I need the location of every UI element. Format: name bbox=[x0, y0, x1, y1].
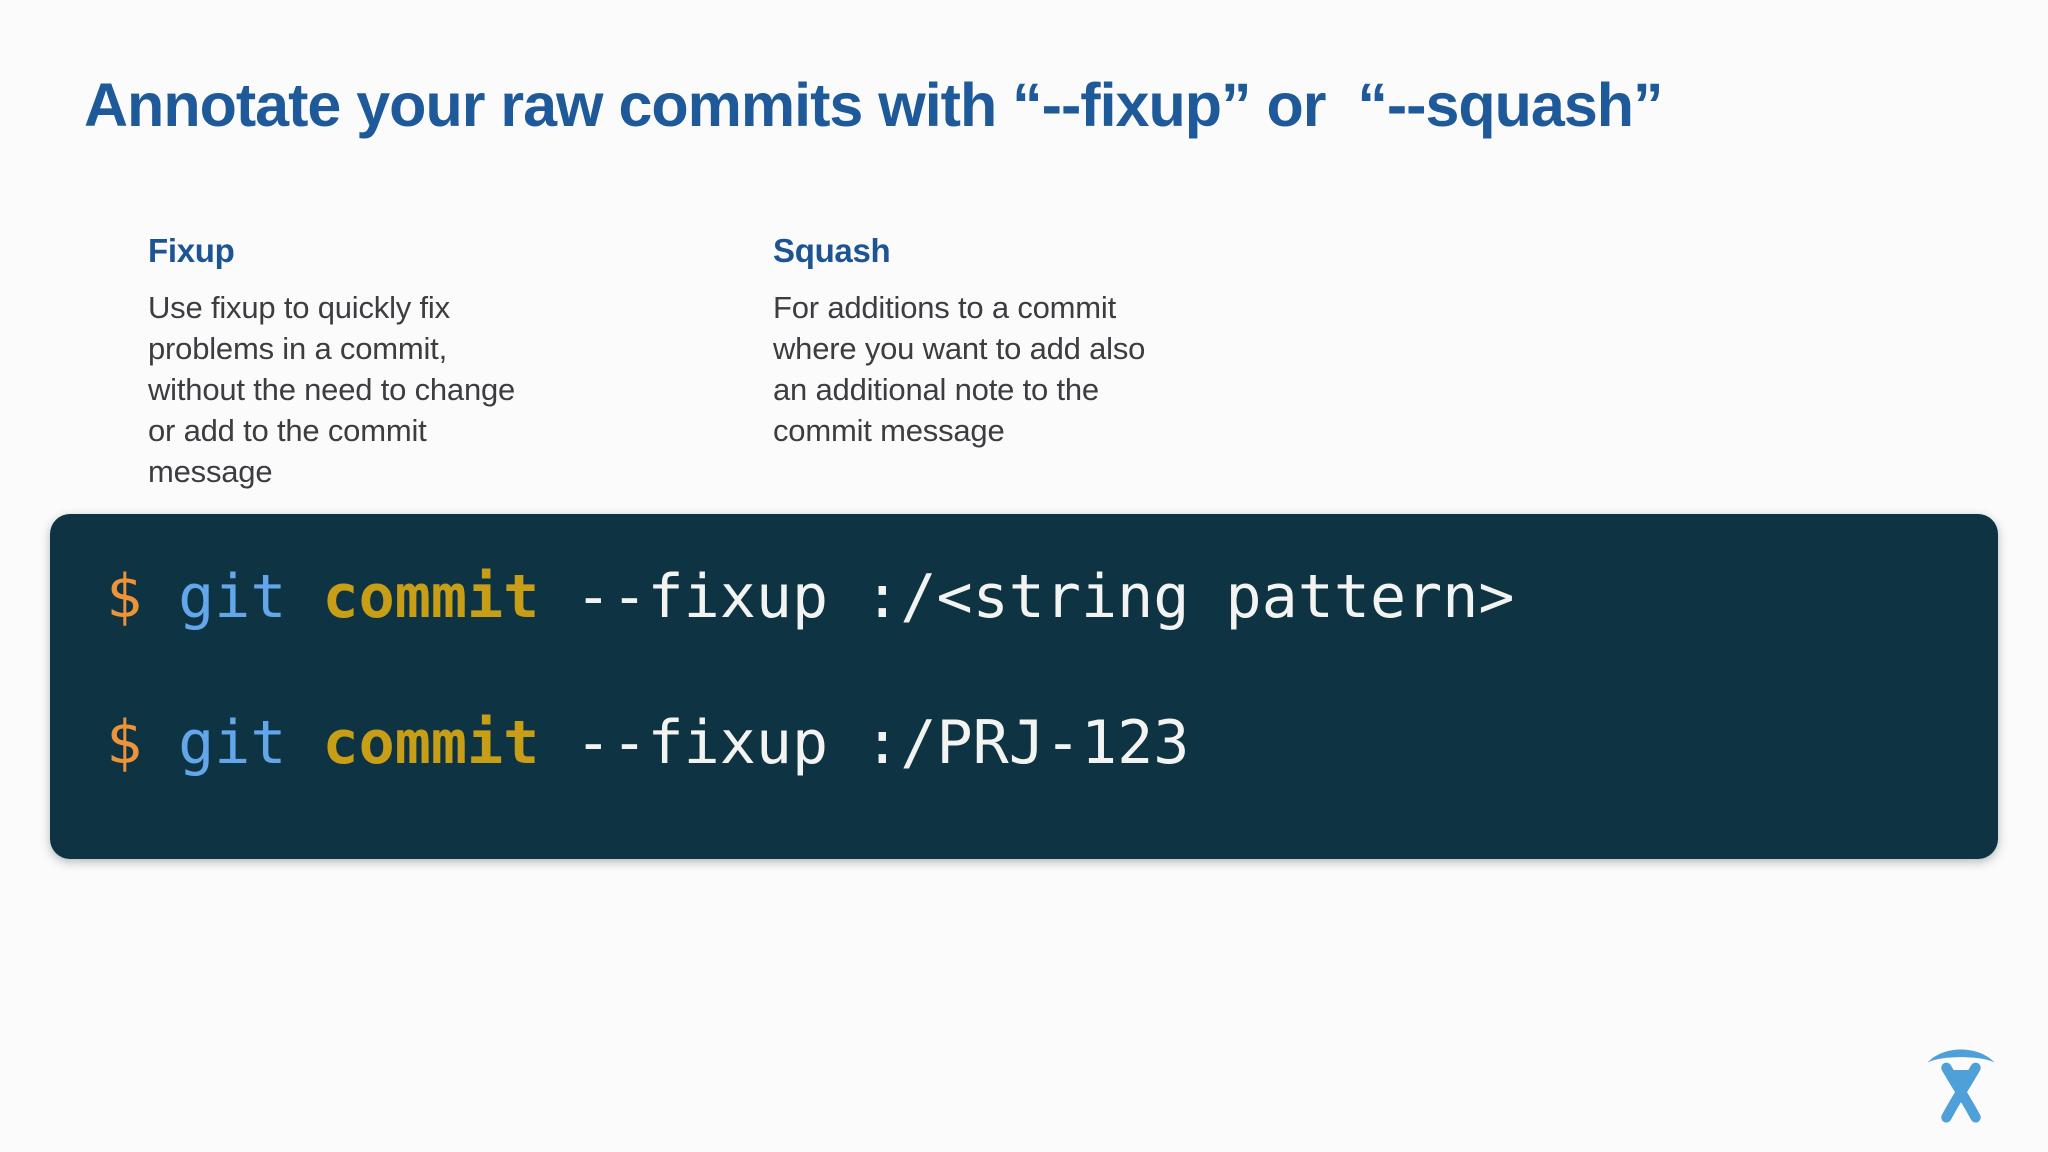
terminal-line: $ git commit --fixup :/PRJ-123 bbox=[106, 706, 1958, 780]
command-program: git bbox=[178, 708, 287, 778]
fixup-heading: Fixup bbox=[148, 232, 235, 269]
terminal-panel: $ git commit --fixup :/<string pattern> … bbox=[50, 514, 1998, 859]
command-subcommand: commit bbox=[322, 562, 540, 632]
page-title: Annotate your raw commits with “--fixup”… bbox=[84, 71, 1664, 139]
shell-prompt-symbol: $ bbox=[106, 562, 143, 632]
atlassian-logo-icon bbox=[1924, 1040, 1998, 1124]
shell-prompt-symbol: $ bbox=[106, 708, 143, 778]
column-squash: Squash For additions to a commit where y… bbox=[773, 232, 1243, 451]
squash-description: For additions to a commit where you want… bbox=[773, 290, 1146, 448]
command-args: --fixup :/PRJ-123 bbox=[575, 708, 1190, 778]
command-subcommand: commit bbox=[322, 708, 540, 778]
command-args: --fixup :/<string pattern> bbox=[575, 562, 1515, 632]
fixup-description: Use fixup to quickly fix problems in a c… bbox=[148, 290, 516, 489]
column-fixup: Fixup Use fixup to quickly fix problems … bbox=[148, 232, 618, 492]
terminal-line: $ git commit --fixup :/<string pattern> bbox=[106, 560, 1958, 634]
squash-heading: Squash bbox=[773, 232, 891, 269]
command-program: git bbox=[178, 562, 287, 632]
